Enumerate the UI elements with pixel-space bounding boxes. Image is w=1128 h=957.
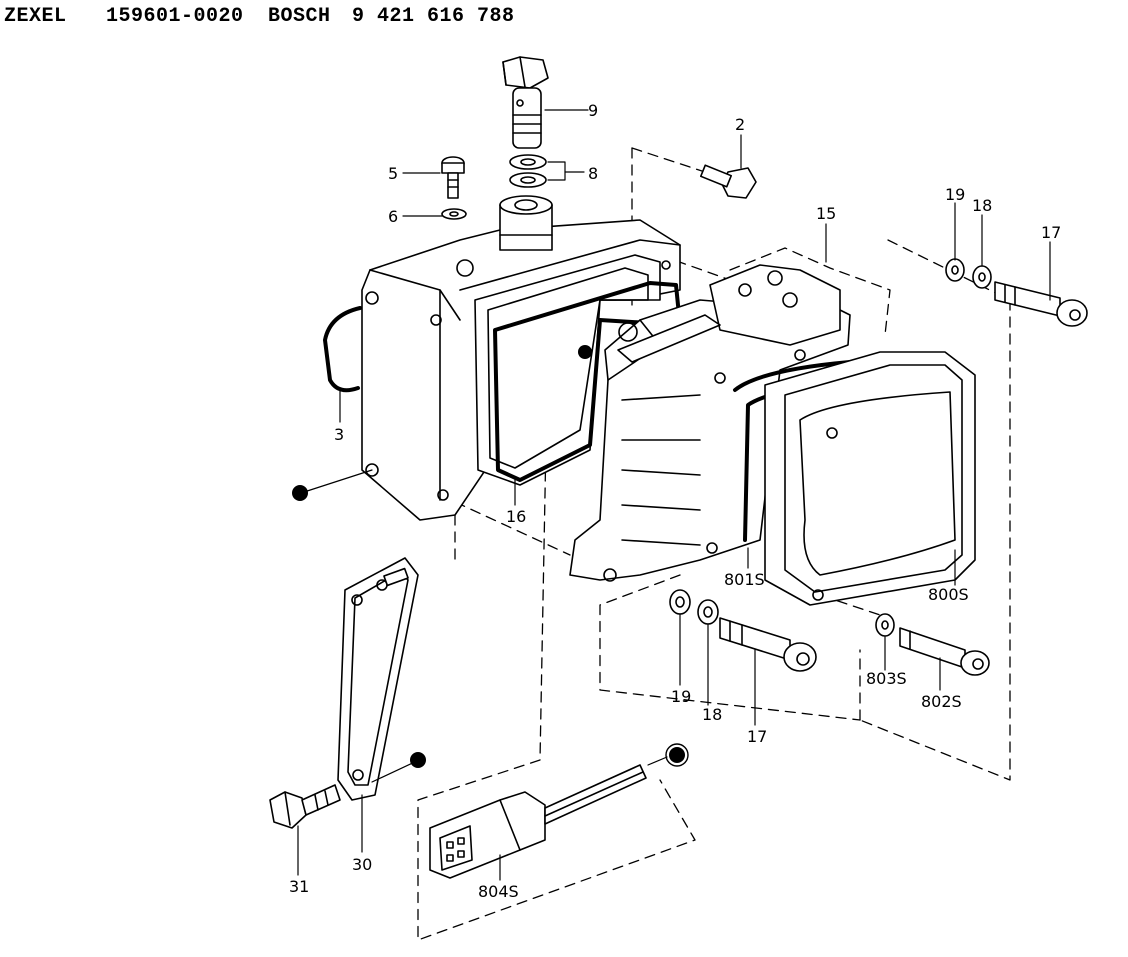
brand-label: BOSCH (268, 5, 331, 28)
header-bar: ZEXEL 159601-0020 BOSCH 9 421 616 788 (0, 0, 1128, 34)
governor-housing (361, 195, 681, 521)
callout-802S: 802S (921, 692, 962, 711)
callout-5: 5 (388, 164, 398, 183)
banjo-bolt (502, 56, 549, 149)
leader-lines (297, 109, 1051, 881)
maker-label: ZEXEL (4, 5, 67, 28)
callout-17-b: 17 (747, 727, 767, 746)
callout-17-a: 17 (1041, 223, 1061, 242)
callout-30: 30 (352, 855, 372, 874)
callout-16: 16 (506, 507, 526, 526)
center-housing (569, 264, 852, 582)
callout-801S: 801S (724, 570, 765, 589)
callout-3: 3 (334, 425, 344, 444)
gasket-16 (493, 281, 682, 482)
bolt-2 (699, 164, 757, 199)
callout-15: 15 (816, 204, 836, 223)
callout-803S: 803S (866, 669, 907, 688)
gasket-3 (323, 306, 362, 393)
callout-19-a: 19 (945, 185, 965, 204)
callout-18-a: 18 (972, 196, 992, 215)
callout-18-b: 18 (702, 705, 722, 724)
callout-804S: 804S (478, 882, 519, 901)
screw-set-cover (875, 613, 990, 676)
sealing-washers (509, 154, 547, 188)
callout-6: 6 (388, 207, 398, 226)
wire-connector (429, 764, 647, 879)
callout-labels: 9 8 5 6 2 15 19 18 17 3 16 801S 800S 19 … (289, 101, 1061, 901)
callout-2: 2 (735, 115, 745, 134)
callout-800S: 800S (928, 585, 969, 604)
screw-set-upper (945, 258, 1088, 327)
callout-8: 8 (588, 164, 598, 183)
governor-cover (764, 351, 976, 606)
mounting-bracket (337, 557, 419, 801)
small-screw (441, 156, 467, 220)
dashed-guide-lines (417, 147, 1011, 941)
callout-31: 31 (289, 877, 309, 896)
part-number: 159601-0020 (106, 5, 244, 28)
callout-9: 9 (588, 101, 598, 120)
callout-19-b: 19 (671, 687, 691, 706)
marker-ring (665, 743, 689, 767)
screw-set-lower (669, 589, 817, 672)
bolt-31 (269, 784, 341, 829)
brand-number: 9 421 616 788 (352, 5, 515, 28)
